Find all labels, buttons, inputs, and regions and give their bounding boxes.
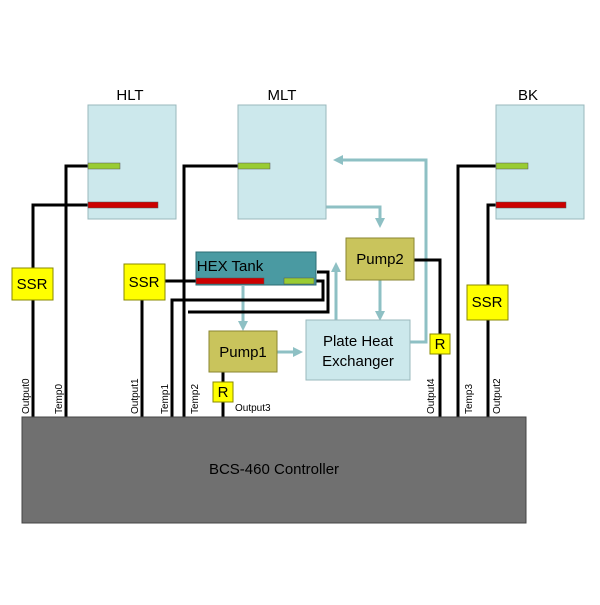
hlt-probe xyxy=(87,162,121,170)
hlt-vessel: HLT xyxy=(87,87,177,220)
phx-label-line2: Exchanger xyxy=(322,353,394,370)
mlt-label: MLT xyxy=(268,87,297,104)
relay-output4: R xyxy=(429,333,451,355)
mlt-probe xyxy=(237,162,271,170)
ssr-output1: SSR xyxy=(123,263,166,301)
port-temp0: Temp0 xyxy=(54,384,65,414)
hex-tank: HEX Tank xyxy=(195,251,317,286)
relay-output4-label: R xyxy=(435,336,446,353)
pump1: Pump1 xyxy=(208,330,278,373)
relay-output3-label: R xyxy=(218,384,229,401)
bk-heater xyxy=(495,201,567,209)
wire-hlt-probe xyxy=(64,164,88,418)
pump2-label: Pump2 xyxy=(356,251,404,268)
wire-mlt-probe xyxy=(182,164,238,418)
port-labels: Output0 Temp0 Output1 Temp1 Temp2 Output… xyxy=(21,378,503,414)
hex-tank-heater xyxy=(195,277,265,285)
bcs-460-controller: BCS-460 Controller xyxy=(21,416,527,524)
bk-probe xyxy=(495,162,529,170)
ssr-output2: SSR xyxy=(466,284,509,321)
port-temp3: Temp3 xyxy=(464,384,475,414)
wire-hex-probe xyxy=(170,279,325,418)
wire-bk-probe xyxy=(456,164,496,418)
pump2: Pump2 xyxy=(345,237,415,281)
wire-bk-heater xyxy=(486,203,496,285)
plate-heat-exchanger: Plate Heat Exchanger xyxy=(305,319,411,381)
bk-vessel: BK xyxy=(495,87,585,220)
flow-mlt-to-pump2 xyxy=(325,205,385,228)
wire-pump2-relay xyxy=(413,258,442,334)
port-temp2: Temp2 xyxy=(190,384,201,414)
port-temp1: Temp1 xyxy=(160,384,171,414)
relay-output3: R xyxy=(212,381,234,403)
phx-label-line1: Plate Heat xyxy=(323,333,394,350)
hex-tank-label: HEX Tank xyxy=(197,258,264,275)
ssr-output2-label: SSR xyxy=(472,294,503,311)
port-output2: Output2 xyxy=(492,378,503,414)
ssr-output1-label: SSR xyxy=(129,274,160,291)
wiring xyxy=(31,164,496,418)
wire-hlt-heater xyxy=(31,203,88,268)
pump1-label: Pump1 xyxy=(219,344,267,361)
bk-label: BK xyxy=(518,87,538,104)
ssr-output0: SSR xyxy=(11,267,54,301)
ssr-output0-label: SSR xyxy=(17,276,48,293)
mlt-vessel: MLT xyxy=(237,87,327,220)
port-output0: Output0 xyxy=(21,378,32,414)
controller-label: BCS-460 Controller xyxy=(209,461,339,478)
hex-tank-probe xyxy=(283,277,315,285)
hlt-label: HLT xyxy=(116,87,143,104)
port-output1: Output1 xyxy=(130,378,141,414)
flow-pipes xyxy=(238,155,428,357)
port-output4: Output4 xyxy=(426,378,437,414)
hlt-heater xyxy=(87,201,159,209)
port-output3: Output3 xyxy=(235,403,271,414)
wire-hex-temp2 xyxy=(188,270,330,314)
flow-phx-return-to-mlt xyxy=(333,155,428,344)
